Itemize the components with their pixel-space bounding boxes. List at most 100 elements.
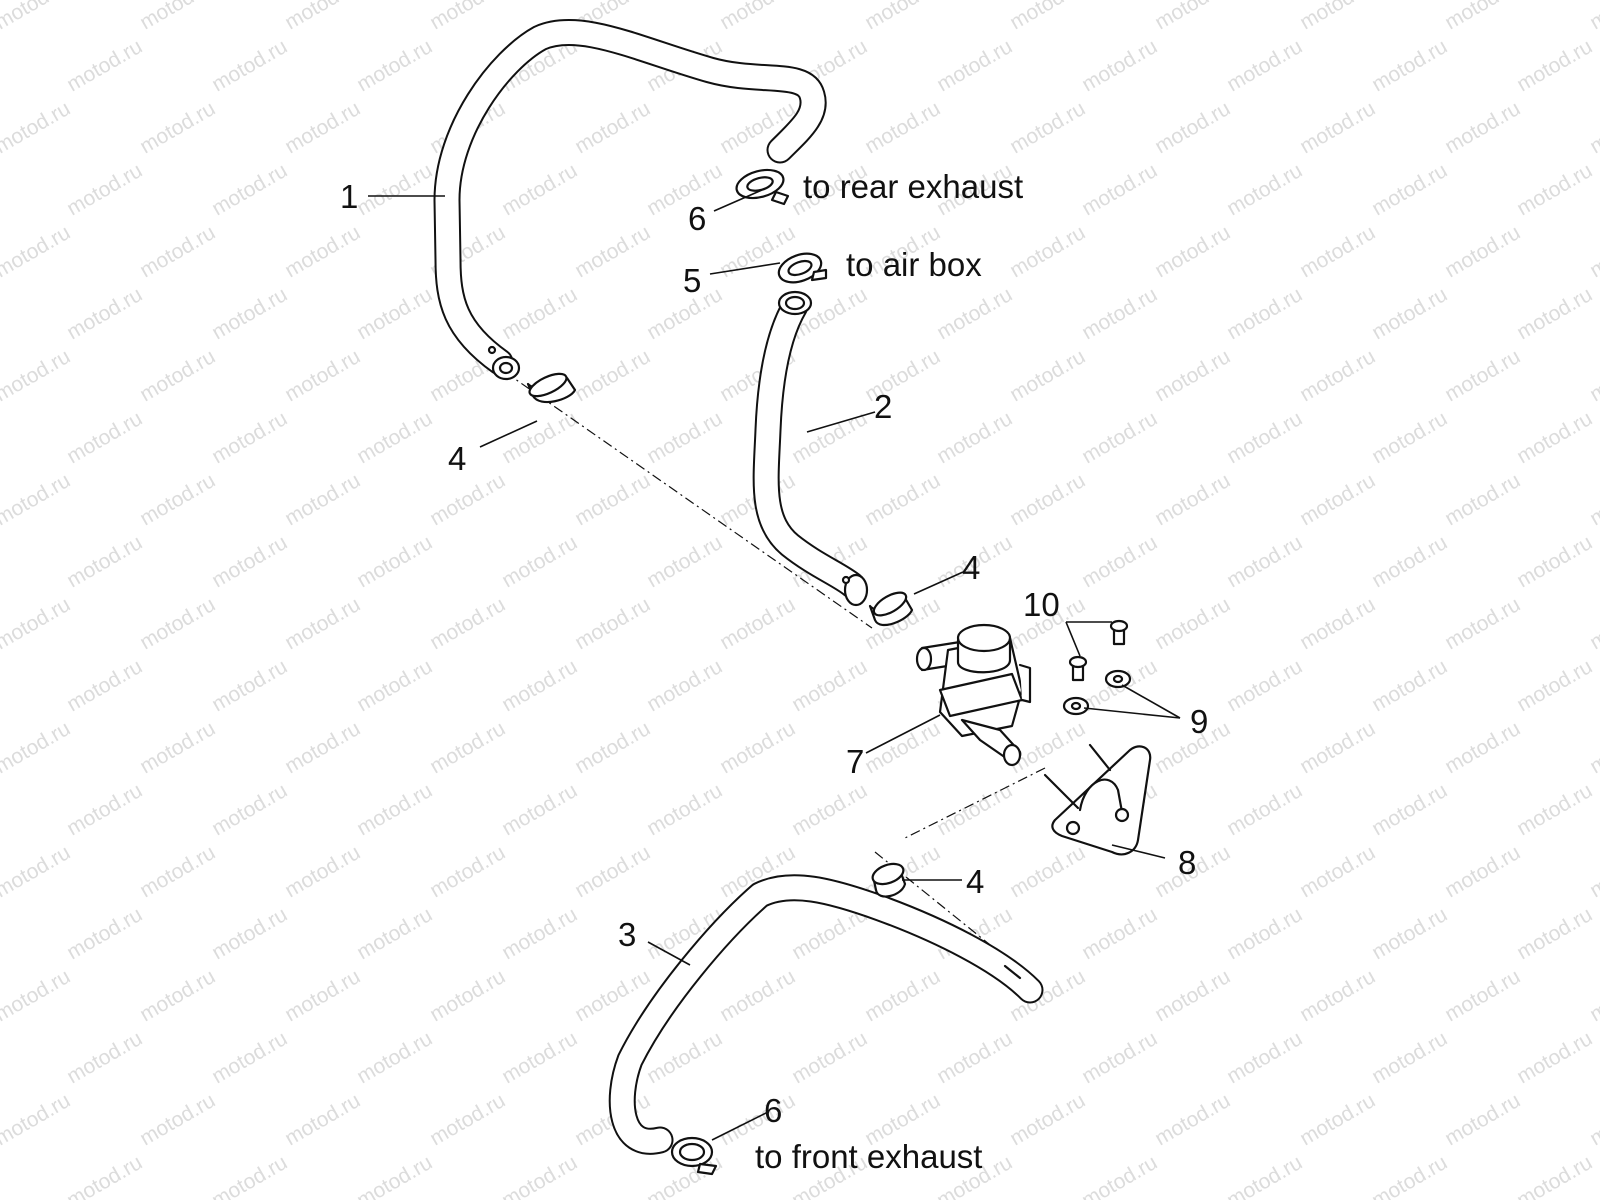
watermark-text: motod.ru: [498, 283, 581, 344]
watermark-text: motod.ru: [571, 97, 654, 158]
watermark-text: motod.ru: [1151, 593, 1234, 654]
watermark-text: motod.ru: [136, 97, 219, 158]
watermark-text: motod.ru: [1223, 655, 1306, 716]
watermark-text: motod.ru: [281, 1089, 364, 1150]
watermark-text: motod.ru: [0, 407, 1, 468]
watermark-text: motod.ru: [208, 531, 291, 592]
watermark-text: motod.ru: [0, 221, 74, 282]
watermark-text: motod.ru: [63, 903, 146, 964]
watermark-text: motod.ru: [0, 1151, 1, 1200]
watermark-text: motod.ru: [861, 965, 944, 1026]
watermark-text: motod.ru: [353, 407, 436, 468]
watermark-text: motod.ru: [1368, 1151, 1451, 1200]
watermark-text: motod.ru: [933, 283, 1016, 344]
watermark-text: motod.ru: [1586, 345, 1600, 406]
watermark-text: motod.ru: [63, 283, 146, 344]
watermark-text: motod.ru: [208, 283, 291, 344]
watermark-text: motod.ru: [861, 0, 944, 34]
watermark-text: motod.ru: [1513, 407, 1596, 468]
watermark-text: motod.ru: [1078, 35, 1161, 96]
watermark-text: motod.ru: [63, 407, 146, 468]
watermark-text: motod.ru: [1368, 283, 1451, 344]
callout-4-lower: 4: [966, 863, 984, 900]
watermark-text: motod.ru: [1223, 159, 1306, 220]
watermark-text: motod.ru: [0, 469, 74, 530]
watermark-text: motod.ru: [571, 221, 654, 282]
watermark-text: motod.ru: [498, 531, 581, 592]
watermark-text: motod.ru: [1368, 903, 1451, 964]
watermark-text: motod.ru: [353, 779, 436, 840]
watermark-text: motod.ru: [281, 717, 364, 778]
watermark-text: motod.ru: [1296, 717, 1379, 778]
watermark-text: motod.ru: [788, 779, 871, 840]
callout-numbers: 1 2 3 4 4 4 5 6 6 7 8 9 10: [340, 178, 1208, 1129]
watermark-text: motod.ru: [498, 1151, 581, 1200]
watermark-text: motod.ru: [1586, 1089, 1600, 1150]
watermark-text: motod.ru: [498, 1027, 581, 1088]
watermark-text: motod.ru: [0, 841, 74, 902]
watermark-text: motod.ru: [1151, 97, 1234, 158]
watermark-text: motod.ru: [63, 159, 146, 220]
watermark-text: motod.ru: [0, 283, 1, 344]
watermark-text: motod.ru: [1441, 345, 1524, 406]
watermark-text: motod.ru: [136, 965, 219, 1026]
watermark-text: motod.ru: [208, 655, 291, 716]
watermark-text: motod.ru: [1078, 531, 1161, 592]
watermark-text: motod.ru: [1441, 221, 1524, 282]
watermark-text: motod.ru: [1441, 469, 1524, 530]
watermark-text: motod.ru: [1586, 593, 1600, 654]
watermark-text: motod.ru: [208, 903, 291, 964]
watermark-text: motod.ru: [1296, 0, 1379, 34]
valve-7: [915, 623, 1032, 767]
watermark-text: motod.ru: [1513, 1151, 1596, 1200]
watermark-text: motod.ru: [63, 655, 146, 716]
watermark-text: motod.ru: [426, 469, 509, 530]
watermark-text: motod.ru: [0, 0, 74, 34]
watermark-text: motod.ru: [0, 593, 74, 654]
watermark-text: motod.ru: [0, 531, 1, 592]
watermark-text: motod.ru: [281, 345, 364, 406]
watermark-text: motod.ru: [1368, 655, 1451, 716]
note-rear-exhaust: to rear exhaust: [803, 168, 1023, 205]
callout-6-upper: 6: [688, 200, 706, 237]
watermark-text: motod.ru: [63, 779, 146, 840]
watermark-text: motod.ru: [353, 283, 436, 344]
watermark-text: motod.ru: [281, 0, 364, 34]
watermark-text: motod.ru: [1078, 903, 1161, 964]
watermark-text: motod.ru: [208, 159, 291, 220]
watermark-text: motod.ru: [0, 97, 74, 158]
watermark-text: motod.ru: [281, 97, 364, 158]
watermark-text: motod.ru: [643, 407, 726, 468]
watermark-text: motod.ru: [861, 469, 944, 530]
watermark-text: motod.ru: [1223, 283, 1306, 344]
watermark-text: motod.ru: [1513, 531, 1596, 592]
watermark-text: motod.ru: [208, 1151, 291, 1200]
leader-lines: [368, 189, 1181, 1141]
watermark-text: motod.ru: [498, 655, 581, 716]
watermark-text: motod.ru: [426, 593, 509, 654]
callout-8: 8: [1178, 844, 1196, 881]
watermark-text: motod.ru: [63, 1027, 146, 1088]
watermark-text: motod.ru: [1151, 965, 1234, 1026]
watermark-text: motod.ru: [1006, 221, 1089, 282]
watermark-text: motod.ru: [498, 159, 581, 220]
callout-3: 3: [618, 916, 636, 953]
watermark-text: motod.ru: [1441, 965, 1524, 1026]
watermark-text: motod.ru: [136, 717, 219, 778]
watermark-text: motod.ru: [136, 0, 219, 34]
watermark-text: motod.ru: [1368, 35, 1451, 96]
watermark-text: motod.ru: [0, 655, 1, 716]
watermark-text: motod.ru: [1368, 779, 1451, 840]
note-front-exhaust: to front exhaust: [755, 1138, 982, 1175]
watermark-text: motod.ru: [1441, 0, 1524, 34]
clamp-4-lower: [871, 862, 907, 898]
watermark-text: motod.ru: [0, 1027, 1, 1088]
watermark-text: motod.ru: [1223, 903, 1306, 964]
watermark-text: motod.ru: [136, 469, 219, 530]
watermark-text: motod.ru: [1368, 407, 1451, 468]
watermark-text: motod.ru: [1296, 1089, 1379, 1150]
watermark-text: motod.ru: [1296, 593, 1379, 654]
watermark-text: motod.ru: [1223, 407, 1306, 468]
